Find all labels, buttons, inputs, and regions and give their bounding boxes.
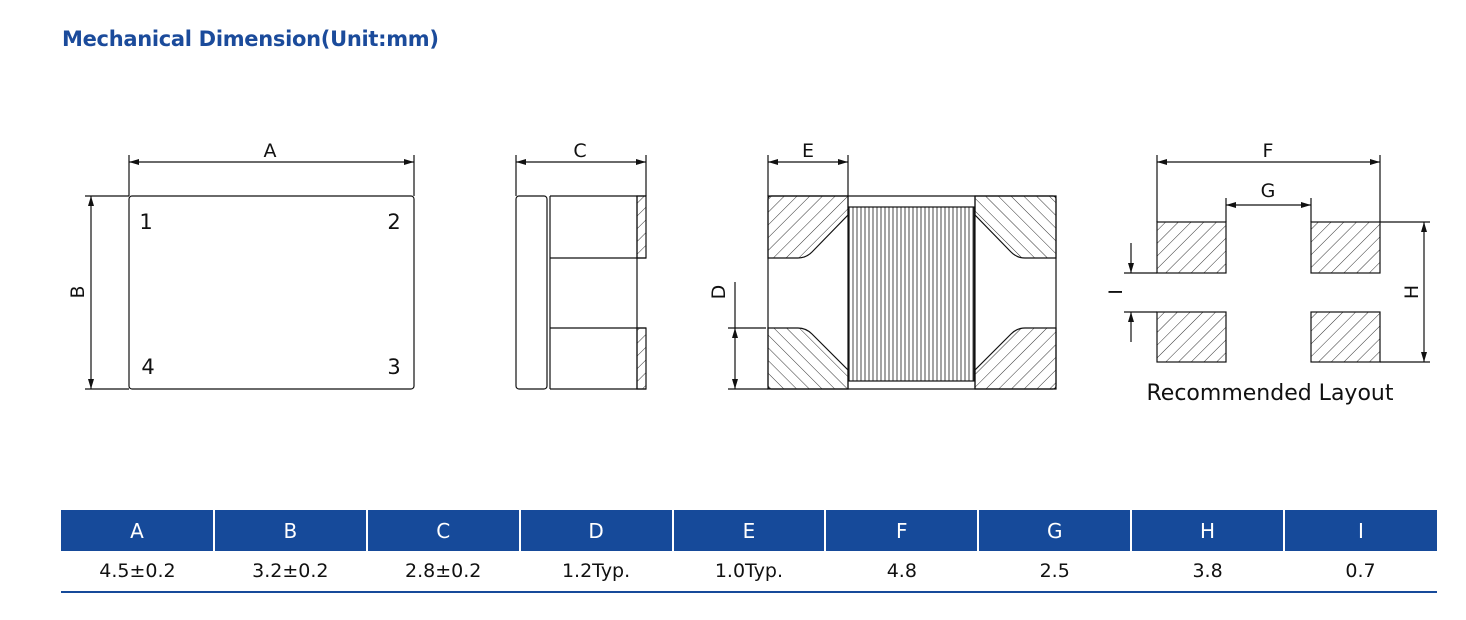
page-title: Mechanical Dimension(Unit:mm) xyxy=(62,27,439,51)
table-cell: 3.2±0.2 xyxy=(213,551,367,593)
table-header: F xyxy=(824,510,979,551)
bottom-view xyxy=(728,155,1057,390)
table-cell: 4.8 xyxy=(825,551,979,593)
dim-i-label: I xyxy=(1105,289,1127,295)
table-header: C xyxy=(365,510,520,551)
dim-g-label: G xyxy=(1261,180,1276,202)
mechanical-drawing: A B 1 2 3 4 C E D F G H I Recommended La… xyxy=(67,140,1430,406)
dim-a-label: A xyxy=(264,140,277,162)
side-view xyxy=(515,155,647,390)
table-cell: 2.8±0.2 xyxy=(366,551,520,593)
dim-c-label: C xyxy=(573,140,586,162)
table-header: D xyxy=(518,510,673,551)
table-cell: 0.7 xyxy=(1284,551,1437,593)
dimension-table: A B C D E F G H I 4.5±0.2 3.2±0.2 2.8±0.… xyxy=(61,510,1437,593)
dim-d-label: D xyxy=(708,285,730,300)
pin-4-label: 4 xyxy=(141,355,154,379)
table-header: B xyxy=(212,510,367,551)
table-cell: 1.2Typ. xyxy=(519,551,673,593)
table-cell: 1.0Typ. xyxy=(672,551,826,593)
table-cell: 2.5 xyxy=(978,551,1132,593)
dim-e-label: E xyxy=(802,140,814,162)
table-header: I xyxy=(1283,510,1437,551)
table-row: 4.5±0.2 3.2±0.2 2.8±0.2 1.2Typ. 1.0Typ. … xyxy=(61,551,1437,593)
pin-3-label: 3 xyxy=(387,355,400,379)
recommended-layout xyxy=(1124,155,1430,363)
table-header: E xyxy=(671,510,826,551)
table-header: H xyxy=(1130,510,1284,551)
table-cell: 4.5±0.2 xyxy=(61,551,214,593)
table-header: G xyxy=(977,510,1132,551)
pin-1-label: 1 xyxy=(139,210,152,234)
layout-caption: Recommended Layout xyxy=(1147,381,1394,406)
table-header-row: A B C D E F G H I xyxy=(61,510,1437,551)
dim-b-label: B xyxy=(67,285,89,298)
table-cell: 3.8 xyxy=(1131,551,1284,593)
dim-h-label: H xyxy=(1401,285,1423,299)
top-view xyxy=(85,155,415,390)
pin-2-label: 2 xyxy=(387,210,400,234)
table-header: A xyxy=(61,510,214,551)
dim-f-label: F xyxy=(1263,140,1274,162)
